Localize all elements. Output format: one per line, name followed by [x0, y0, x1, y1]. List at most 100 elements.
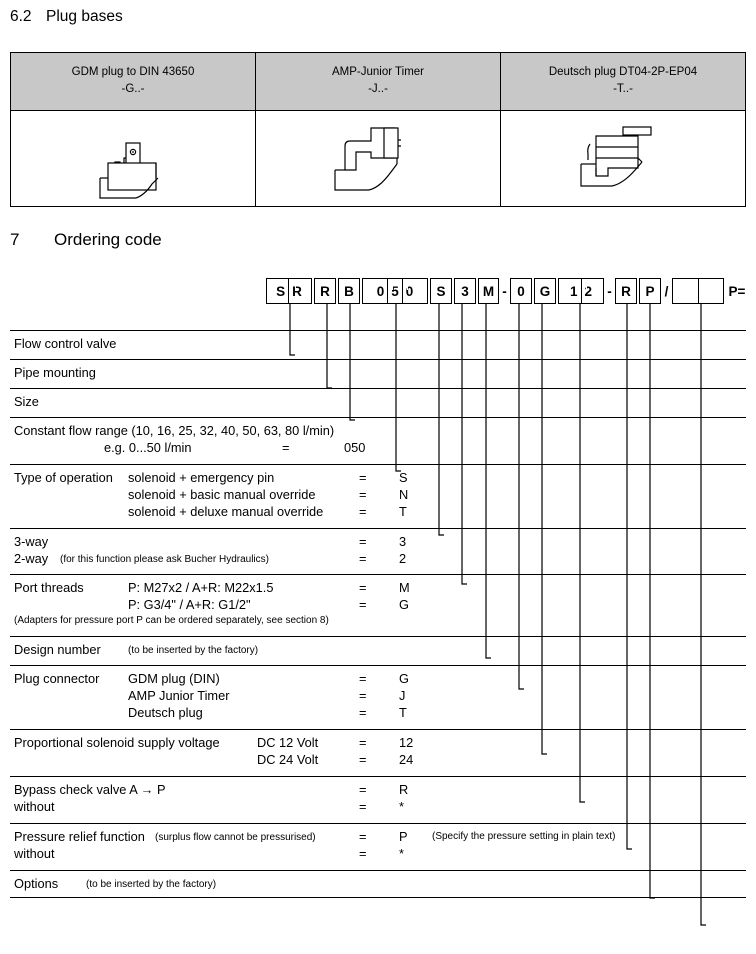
- legend-desc: Deutsch plug: [128, 705, 203, 720]
- legend-label-note: (surplus flow cannot be pressurised): [155, 832, 316, 843]
- legend-desc: P: G3/4" / A+R: G1/2": [128, 597, 251, 612]
- legend-equals: =: [359, 846, 367, 861]
- code-box-way[interactable]: 3: [454, 278, 476, 304]
- legend-row-flow-control-valve: Flow control valve: [10, 330, 746, 359]
- code-box-design-number[interactable]: 0: [510, 278, 532, 304]
- plug-code: -J..-: [368, 83, 388, 95]
- legend-desc: DC 12 Volt: [257, 735, 319, 750]
- amp-junior-timer-drawing-icon: [334, 126, 401, 191]
- legend-label: Bypass check valve A → P: [14, 782, 166, 797]
- code-char: 0: [401, 279, 417, 303]
- plug-code: -G..-: [121, 83, 145, 95]
- code-box-options[interactable]: [672, 278, 724, 304]
- legend-value: M: [399, 580, 410, 595]
- legend-equals: =: [359, 705, 367, 720]
- legend-equals: =: [359, 799, 367, 814]
- deutsch-plug-drawing-icon: [580, 125, 652, 187]
- legend-value: *: [399, 799, 404, 814]
- legend-equals: =: [359, 580, 367, 595]
- code-char: 2: [580, 279, 596, 303]
- legend-value: 2: [399, 551, 407, 566]
- legend-row-constant-flow-range: Constant flow range (10, 16, 25, 32, 40,…: [10, 417, 746, 464]
- ordering-code-legend: Flow control valve Pipe mounting Size Co…: [10, 330, 746, 898]
- legend-equals: =: [359, 671, 367, 686]
- legend-value: P: [399, 829, 408, 844]
- legend-desc: solenoid + deluxe manual override: [128, 504, 324, 519]
- legend-line: Port threads P: M27x2 / A+R: M22x1.5 = M: [14, 579, 746, 596]
- legend-subnote: (Adapters for pressure port P can be ord…: [14, 615, 329, 626]
- legend-equals: =: [359, 688, 367, 703]
- code-box-operation[interactable]: S: [430, 278, 452, 304]
- code-box-pressure-relief[interactable]: P: [639, 278, 661, 304]
- legend-label: Type of operation: [14, 470, 113, 485]
- legend-line: DC 24 Volt = 24: [14, 751, 746, 768]
- legend-line: Bypass check valve A → P = R: [14, 781, 746, 798]
- legend-desc: e.g. 0...50 l/min: [104, 440, 192, 455]
- legend-row-way-function: 3-way = 3 2-way (for this function pleas…: [10, 528, 746, 574]
- legend-line: Options (to be inserted by the factory): [14, 875, 746, 892]
- legend-line: without = *: [14, 845, 746, 862]
- legend-label: Pressure relief function: [14, 829, 145, 844]
- legend-label-note: (to be inserted by the factory): [128, 645, 259, 656]
- code-box-mounting[interactable]: R: [314, 278, 336, 304]
- legend-label: Design number: [14, 642, 101, 657]
- legend-equals: =: [359, 487, 367, 502]
- legend-label: Proportional solenoid supply voltage: [14, 735, 220, 750]
- legend-equals: =: [282, 440, 290, 455]
- code-char: G: [539, 283, 551, 299]
- section-title: Ordering code: [54, 230, 162, 249]
- legend-value: G: [399, 597, 409, 612]
- legend-value: 050: [344, 440, 366, 455]
- legend-note: (Specify the pressure setting in plain t…: [432, 831, 616, 842]
- code-box-type[interactable]: S R: [266, 278, 312, 304]
- code-separator-slash: /: [664, 283, 669, 299]
- legend-desc: P: M27x2 / A+R: M22x1.5: [128, 580, 274, 595]
- legend-label: without: [14, 846, 55, 861]
- legend-label: Pipe mounting: [14, 365, 96, 380]
- legend-line: Proportional solenoid supply voltage DC …: [14, 734, 746, 751]
- legend-line: Flow control valve: [14, 335, 746, 352]
- code-box-plug-connector[interactable]: G: [534, 278, 556, 304]
- legend-label: Flow control valve: [14, 336, 117, 351]
- code-box-supply-voltage[interactable]: 1 2: [558, 278, 604, 304]
- plug-bases-header-row: GDM plug to DIN 43650 -G..- AMP-Junior T…: [10, 52, 746, 111]
- legend-line: Pressure relief function (surplus flow c…: [14, 828, 746, 845]
- code-char: 0: [517, 283, 525, 299]
- legend-label: 2-way: [14, 551, 49, 566]
- legend-label-note: (for this function please ask Bucher Hyd…: [60, 554, 269, 565]
- plug-code: -T..-: [613, 83, 633, 95]
- plug-bases-table: GDM plug to DIN 43650 -G..- AMP-Junior T…: [10, 52, 746, 207]
- code-separator-dash-2: -: [607, 283, 612, 299]
- code-char: [698, 279, 721, 303]
- legend-line: solenoid + basic manual override = N: [14, 486, 746, 503]
- legend-equals: =: [359, 470, 367, 485]
- legend-value: *: [399, 846, 404, 861]
- code-box-flow-range[interactable]: 0 5 0: [362, 278, 428, 304]
- code-char: M: [482, 283, 495, 299]
- code-box-port-threads[interactable]: M: [478, 278, 499, 304]
- legend-equals: =: [359, 534, 367, 549]
- legend-line: e.g. 0...50 l/min = 050: [14, 439, 746, 456]
- legend-equals: =: [359, 735, 367, 750]
- legend-label: Port threads: [14, 580, 84, 595]
- code-char: S: [276, 283, 286, 299]
- code-box-bypass-check-valve[interactable]: R: [615, 278, 637, 304]
- legend-desc: DC 24 Volt: [257, 752, 319, 767]
- code-char: 0: [376, 283, 385, 299]
- plug-bases-header-gdm: GDM plug to DIN 43650 -G..-: [10, 52, 256, 111]
- legend-equals: =: [359, 752, 367, 767]
- code-char: R: [288, 279, 305, 303]
- code-box-size[interactable]: B: [338, 278, 360, 304]
- legend-line: solenoid + deluxe manual override = T: [14, 503, 746, 520]
- legend-line: Deutsch plug = T: [14, 704, 746, 721]
- legend-value: 12: [399, 735, 414, 750]
- legend-value: R: [399, 782, 409, 797]
- plug-bases-cell-deutsch: [500, 110, 746, 207]
- legend-value: J: [399, 688, 406, 703]
- plug-name: Deutsch plug DT04-2P-EP04: [548, 66, 698, 78]
- legend-value: N: [399, 487, 409, 502]
- code-char: R: [320, 283, 330, 299]
- legend-value: T: [399, 705, 407, 720]
- legend-line: Design number (to be inserted by the fac…: [14, 641, 746, 658]
- legend-line: AMP Junior Timer = J: [14, 687, 746, 704]
